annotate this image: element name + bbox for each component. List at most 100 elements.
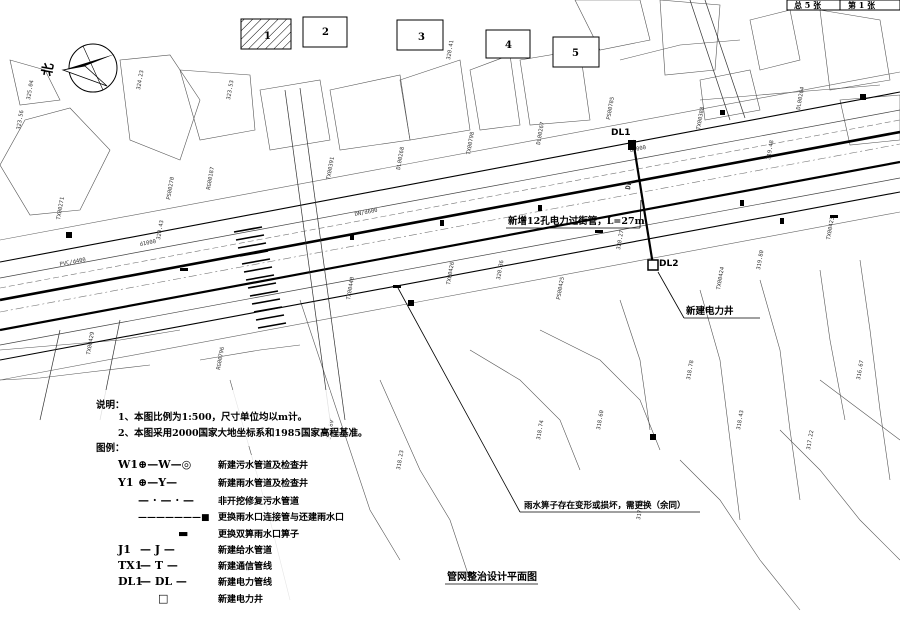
block-boxes: 1 2 3 4 5: [240, 16, 600, 68]
drawing-title: 管网整治设计平面图: [447, 570, 537, 583]
block-1-number: 1: [264, 31, 271, 42]
svg-text:⊕—W—◎: ⊕—W—◎: [138, 458, 191, 471]
svg-text:TX1: TX1: [118, 559, 142, 572]
legend-row: TX1 — T — 新建通信管线: [118, 559, 272, 572]
svg-text:323.53: 323.53: [226, 80, 235, 101]
legend-heading: 图例：: [96, 442, 125, 454]
svg-text:DL00268: DL00268: [396, 146, 406, 170]
svg-text:325.04: 325.04: [26, 79, 35, 100]
legend-row: ———————■ 更换雨水口连接管与还建雨水口: [138, 511, 344, 523]
svg-text:324.23: 324.23: [136, 70, 145, 91]
svg-text:TX00429: TX00429: [86, 331, 96, 355]
svg-text:RG00187: RG00187: [206, 166, 216, 190]
pipe-label-3: d1000: [629, 145, 646, 154]
svg-text:— · — · —: — · — · —: [138, 494, 194, 507]
legend-row: □ 新建电力井: [158, 592, 263, 605]
note-line-2: 2、本图采用2000国家大地坐标系和1985国家高程基准。: [118, 427, 368, 439]
pipe-label-1: PVC/d400: [59, 257, 86, 268]
svg-text:317.22: 317.22: [806, 430, 815, 451]
svg-text:316.67: 316.67: [856, 360, 865, 381]
svg-text:新建污水管道及检查井: 新建污水管道及检查井: [218, 459, 308, 471]
svg-text:PS00270: PS00270: [166, 176, 176, 200]
svg-text:PS00425: PS00425: [556, 276, 566, 300]
svg-text:———————■: ———————■: [138, 513, 210, 523]
svg-text:□: □: [158, 592, 168, 605]
svg-text:319.48: 319.48: [766, 140, 775, 161]
block-3-box: [396, 19, 444, 51]
svg-text:317.62: 317.62: [636, 500, 645, 521]
svg-text:新建通信管线: 新建通信管线: [218, 560, 272, 572]
svg-text:— J —: — J —: [140, 543, 175, 556]
block-3-number: 3: [418, 32, 425, 43]
svg-text:318.23: 318.23: [396, 450, 405, 471]
svg-text:320.41: 320.41: [446, 40, 455, 61]
notes-block: 说明： 1、本图比例为1:500，尺寸单位均以m计。 2、本图采用2000国家大…: [90, 390, 368, 454]
sheet-total: 总 5 张: [794, 0, 822, 10]
notes-heading: 说明：: [96, 399, 125, 411]
svg-text:318.74: 318.74: [536, 419, 545, 440]
svg-text:非开挖修复污水管道: 非开挖修复污水管道: [218, 495, 299, 507]
svg-text:新建雨水管道及检查井: 新建雨水管道及检查井: [218, 477, 308, 489]
svg-text:318.60: 318.60: [596, 410, 605, 431]
svg-text:318.89: 318.89: [326, 420, 335, 441]
side-streets: [39, 0, 746, 421]
svg-text:TX00424: TX00424: [716, 266, 726, 291]
svg-text:TX00798: TX00798: [466, 131, 476, 155]
svg-text:DL: DL: [624, 181, 633, 191]
svg-text:⊕—Y—: ⊕—Y—: [138, 476, 177, 489]
inlet-annotation: 雨水箅子存在变形或损坏，需更换（余同）: [397, 287, 700, 513]
legend-row: W1 ⊕—W—◎ 新建污水管道及检查井: [117, 458, 308, 471]
power-well-note: 新建电力井: [686, 305, 734, 317]
svg-text:新建给水管道: 新建给水管道: [218, 544, 272, 556]
sheet-counter: 总 5 张 第 1 张: [786, 0, 900, 11]
svg-text:DL00264: DL00264: [796, 86, 806, 111]
svg-text:TX00388: TX00388: [696, 106, 706, 130]
inlet-note: 雨水箅子存在变形或损坏，需更换（余同）: [524, 500, 686, 511]
legend-row: J1 — J — 新建给水管道: [117, 543, 272, 556]
power-crossing: DL1 DL2 DL 新增12孔电力过街管，L=27m 新建电力井: [506, 128, 760, 319]
block-2-box: [302, 16, 348, 48]
label-dl1: DL1: [611, 128, 630, 138]
block-1-box: [240, 18, 292, 50]
label-dl2: DL2: [659, 259, 678, 269]
svg-text:RG00796: RG00796: [216, 346, 226, 370]
conduit-note: 新增12孔电力过街管，L=27m: [508, 215, 645, 227]
svg-text:318.78: 318.78: [686, 360, 695, 381]
legend: W1 ⊕—W—◎ 新建污水管道及检查井 Y1 ⊕—Y— 新建雨水管道及检查井 —…: [112, 455, 344, 610]
crosswalk: [233, 226, 287, 329]
main-road: [0, 71, 900, 381]
svg-text:更换双箅雨水口箅子: 更换双箅雨水口箅子: [218, 528, 299, 540]
pipe-label-2: d1000: [139, 239, 156, 248]
manholes: [66, 94, 866, 440]
svg-text:J1: J1: [117, 543, 131, 556]
svg-text:323.56: 323.56: [16, 110, 25, 131]
pipe-labels: PVC/d400 d1000 d1000 DN/d600: [59, 145, 646, 268]
svg-text:320.43: 320.43: [156, 220, 165, 241]
svg-text:Y1: Y1: [117, 476, 134, 489]
legend-row: Y1 ⊕—Y— 新建雨水管道及检查井: [117, 476, 308, 489]
svg-text:320.27: 320.27: [616, 230, 625, 251]
block-5-number: 5: [572, 48, 579, 59]
sheet-number: 第 1 张: [848, 0, 876, 10]
svg-text:320.36: 320.36: [496, 260, 505, 281]
svg-text:新建电力管线: 新建电力管线: [218, 576, 272, 588]
legend-row: ▬ 更换双箅雨水口箅子: [178, 527, 299, 540]
north-label: 北: [40, 62, 57, 77]
svg-text:TX00391: TX00391: [326, 156, 336, 180]
block-5-box: [552, 36, 600, 68]
block-2-number: 2: [322, 27, 329, 38]
svg-text:TX00271: TX00271: [56, 196, 66, 220]
svg-text:更换雨水口连接管与还建雨水口: 更换雨水口连接管与还建雨水口: [218, 511, 344, 523]
svg-text:新建电力井: 新建电力井: [218, 593, 263, 605]
svg-text:318.43: 318.43: [736, 410, 745, 431]
survey-marks: TX00271 PS00270 RG00187 TX00391 DL00268 …: [16, 40, 865, 521]
svg-text:W1: W1: [117, 458, 138, 471]
north-arrow-icon: [61, 43, 118, 93]
svg-text:TX00426: TX00426: [446, 261, 456, 285]
svg-text:▬: ▬: [178, 527, 188, 540]
svg-text:TX00440: TX00440: [346, 276, 356, 300]
svg-text:DL1: DL1: [118, 575, 143, 588]
block-4-box: [485, 29, 531, 59]
svg-text:— DL —: — DL —: [140, 575, 187, 588]
